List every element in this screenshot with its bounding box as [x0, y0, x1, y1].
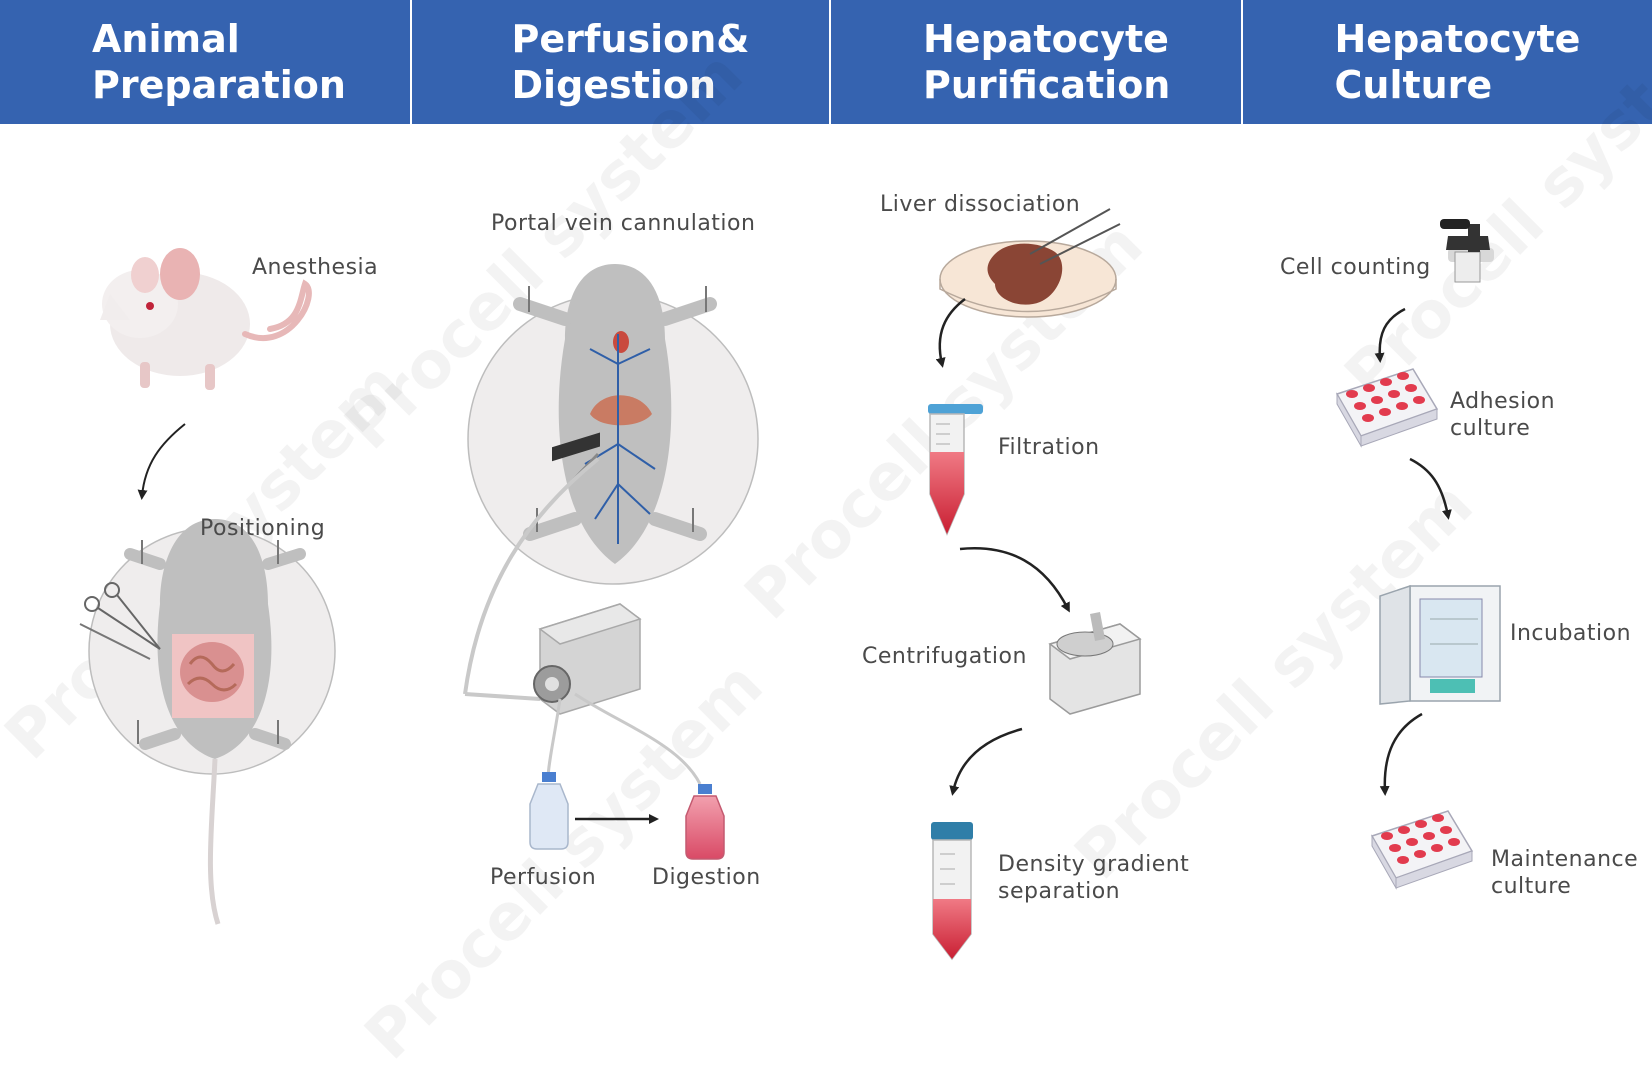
digestion-bottle-icon	[686, 784, 724, 859]
column-title: Hepatocyte Culture	[1335, 16, 1581, 108]
diagram-stage: Procell system Procell system Procell sy…	[0, 124, 1652, 968]
culture-well	[1398, 826, 1410, 834]
culture-well	[1406, 838, 1418, 846]
culture-well	[1397, 856, 1409, 864]
header-bar: Animal Preparation Perfusion& Digestion …	[0, 0, 1652, 124]
title-line: Animal	[92, 16, 346, 62]
arrow	[960, 548, 1068, 609]
culture-well	[1354, 402, 1366, 410]
petri-dish-icon	[940, 209, 1120, 317]
centrifuge-icon	[1050, 612, 1140, 714]
culture-well	[1388, 390, 1400, 398]
title-line: Preparation	[92, 62, 346, 108]
perfusion-bottle-icon	[530, 772, 568, 849]
title-line: Culture	[1335, 62, 1581, 108]
culture-well	[1380, 378, 1392, 386]
column-header-hepatocyte-culture: Hepatocyte Culture	[1243, 0, 1652, 124]
culture-well	[1346, 390, 1358, 398]
step-label-cell-counting: Cell counting	[1280, 254, 1431, 281]
culture-well	[1440, 826, 1452, 834]
culture-well	[1379, 408, 1391, 416]
incubator-icon	[1380, 586, 1500, 704]
culture-well	[1397, 372, 1409, 380]
filtration-tube-icon	[928, 404, 983, 534]
arrow	[953, 729, 1022, 792]
culture-well	[1381, 832, 1393, 840]
column-header-perfusion-digestion: Perfusion& Digestion	[412, 0, 832, 124]
step-label-digestion: Digestion	[652, 864, 761, 891]
arrow	[1380, 309, 1405, 359]
culture-well	[1371, 396, 1383, 404]
step-label-positioning: Positioning	[200, 515, 325, 542]
title-line: Perfusion&	[512, 16, 750, 62]
label-line: culture	[1491, 873, 1638, 900]
arrow	[940, 299, 965, 364]
step-label-adhesion-culture: Adhesion culture	[1450, 388, 1555, 442]
step-label-filtration: Filtration	[998, 434, 1100, 461]
label-line: culture	[1450, 415, 1555, 442]
title-line: Hepatocyte	[923, 16, 1170, 62]
positioning-illustration	[80, 519, 335, 924]
culture-well	[1413, 396, 1425, 404]
culture-well	[1362, 414, 1374, 422]
culture-well	[1432, 814, 1444, 822]
step-label-density-gradient-separation: Density gradient separation	[998, 851, 1189, 905]
culture-well	[1363, 384, 1375, 392]
step-label-anesthesia: Anesthesia	[252, 254, 378, 281]
column-header-hepatocyte-purification: Hepatocyte Purification	[831, 0, 1243, 124]
step-label-liver-dissociation: Liver dissociation	[880, 191, 1080, 218]
culture-well	[1423, 832, 1435, 840]
title-line: Hepatocyte	[1335, 16, 1581, 62]
culture-well	[1389, 844, 1401, 852]
column-header-animal-preparation: Animal Preparation	[0, 0, 412, 124]
step-label-centrifugation: Centrifugation	[862, 643, 1027, 670]
arrow	[142, 424, 185, 496]
microscope-icon	[1440, 219, 1494, 282]
diagram-graphics	[0, 124, 1652, 968]
step-label-portal-vein-cannulation: Portal vein cannulation	[491, 210, 755, 237]
density-gradient-tube-icon	[931, 822, 973, 959]
culture-well	[1396, 402, 1408, 410]
arrow	[1410, 459, 1448, 516]
step-label-incubation: Incubation	[1510, 620, 1631, 647]
culture-well	[1415, 820, 1427, 828]
title-line: Digestion	[512, 62, 750, 108]
column-title: Animal Preparation	[92, 16, 346, 108]
label-line: separation	[998, 878, 1189, 905]
label-line: Density gradient	[998, 851, 1189, 878]
column-title: Hepatocyte Purification	[923, 16, 1170, 108]
title-line: Purification	[923, 62, 1170, 108]
culture-well	[1448, 838, 1460, 846]
culture-well	[1431, 844, 1443, 852]
label-line: Adhesion	[1450, 388, 1555, 415]
arrow	[1385, 714, 1422, 792]
cannulation-illustration	[468, 264, 758, 584]
culture-well	[1414, 850, 1426, 858]
step-label-maintenance-culture: Maintenance culture	[1491, 846, 1638, 900]
step-label-perfusion: Perfusion	[490, 864, 596, 891]
column-title: Perfusion& Digestion	[512, 16, 750, 108]
label-line: Maintenance	[1491, 846, 1638, 873]
culture-well	[1405, 384, 1417, 392]
